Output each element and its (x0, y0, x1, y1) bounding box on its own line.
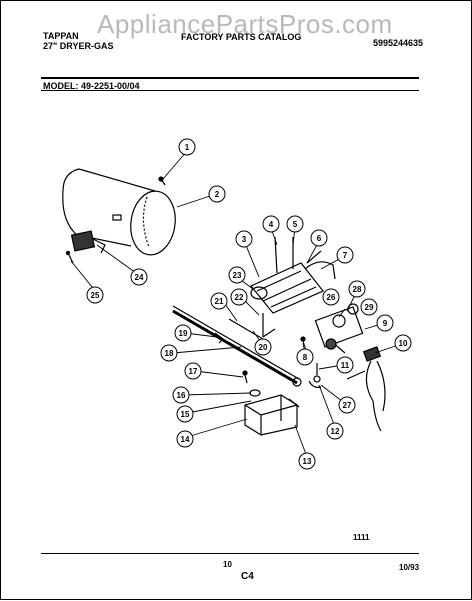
callout-number: 29 (365, 303, 374, 312)
callout-number: 25 (91, 291, 100, 300)
callout-11: 11 (336, 356, 354, 374)
callout-13: 13 (298, 452, 316, 470)
callout-4: 4 (262, 215, 280, 233)
callout-9: 9 (376, 314, 394, 332)
callout-number: 17 (189, 367, 198, 376)
section-code: C4 (241, 571, 254, 582)
callout-number: 3 (242, 235, 247, 244)
callout-22: 22 (230, 288, 248, 306)
callout-number: 12 (331, 427, 340, 436)
callout-18: 18 (160, 344, 178, 362)
callout-number: 14 (181, 435, 190, 444)
callout-25: 25 (86, 286, 104, 304)
product-label: 27" DRYER-GAS (43, 41, 114, 51)
callout-6: 6 (310, 229, 328, 247)
gas-valve (314, 303, 364, 354)
issue-date: 10/93 (399, 563, 420, 572)
callout-17: 17 (184, 362, 202, 380)
callout-number: 20 (259, 343, 268, 352)
doc-number: 5995244635 (373, 38, 424, 48)
callout-3: 3 (235, 230, 253, 248)
watermark: AppliancePartsPros.com (97, 9, 393, 39)
callout-2: 2 (208, 185, 226, 203)
callout-29: 29 (360, 298, 378, 316)
callout-24: 24 (130, 268, 148, 286)
callout-number: 10 (399, 339, 408, 348)
callout-27: 27 (338, 396, 356, 414)
callout-number: 23 (233, 271, 242, 280)
callout-number: 13 (303, 457, 312, 466)
callout-21: 21 (210, 292, 228, 310)
callout-26: 26 (322, 288, 340, 306)
callout-23: 23 (228, 266, 246, 284)
callout-15: 15 (176, 405, 194, 423)
callout-number: 15 (181, 410, 190, 419)
gas-supply-tube (172, 305, 302, 387)
callout-number: 5 (293, 220, 298, 229)
callout-1: 1 (178, 138, 196, 156)
callout-number: 27 (343, 401, 352, 410)
callout-7: 7 (336, 246, 354, 264)
igniter-part (346, 346, 386, 432)
callout-number: 16 (177, 391, 186, 400)
callout-19: 19 (174, 324, 192, 342)
callout-20: 20 (254, 338, 272, 356)
callout-number: 19 (179, 329, 188, 338)
callout-5: 5 (286, 215, 304, 233)
dryer-drum (62, 168, 176, 256)
reference-code: 1111 (353, 533, 370, 542)
callout-number: 2 (215, 190, 220, 199)
callout-number: 21 (215, 297, 224, 306)
model-rule (41, 90, 419, 91)
callout-number: 11 (341, 361, 350, 370)
callout-number: 8 (303, 353, 308, 362)
callout-number: 7 (343, 251, 348, 260)
callout-number: 26 (327, 293, 336, 302)
callout-number: 24 (135, 273, 144, 282)
callout-number: 18 (165, 349, 174, 358)
brand-label: TAPPAN (43, 31, 79, 41)
callout-number: 1 (185, 143, 190, 152)
header-rule (41, 77, 419, 79)
callout-8: 8 (296, 348, 314, 366)
callout-16: 16 (172, 386, 190, 404)
callout-number: 22 (235, 293, 244, 302)
screw-part (158, 176, 166, 186)
page-number: 10 (223, 560, 232, 569)
burner-assembly (250, 262, 324, 314)
callout-12: 12 (326, 422, 344, 440)
callout-10: 10 (394, 334, 412, 352)
callouts: 1 2 3 4 5 6 7 8 9 10 11 12 13 14 15 16 1… (86, 138, 412, 470)
drum-support-part (70, 230, 106, 254)
model-label: MODEL: (43, 81, 79, 91)
callout-number: 4 (269, 220, 274, 229)
catalog-title: FACTORY PARTS CATALOG (181, 32, 302, 42)
model-value: 49-2251-00/04 (81, 81, 140, 91)
callout-number: 6 (317, 234, 322, 243)
callout-number: 9 (383, 319, 388, 328)
callout-14: 14 (176, 430, 194, 448)
mounting-bracket (244, 394, 300, 436)
callout-number: 28 (353, 285, 362, 294)
callout-28: 28 (348, 280, 366, 298)
footer-rule (41, 553, 419, 554)
